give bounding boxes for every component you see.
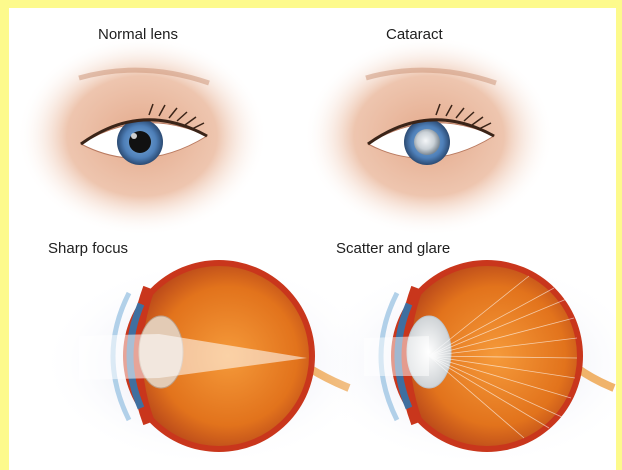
scatter-glare-label: Scatter and glare [336, 240, 450, 257]
sharp-focus-label: Sharp focus [48, 240, 128, 257]
normal-eye-icon [17, 36, 267, 236]
diagram-panel: Normal lens Cataract Sharp focus Scatter… [9, 8, 616, 470]
diagram-art [9, 8, 616, 470]
cataract-eye-icon [304, 36, 554, 236]
eyeball-scatter-glare-icon [309, 258, 616, 468]
cataract-label: Cataract [386, 26, 443, 43]
normal-lens-label: Normal lens [98, 26, 178, 43]
